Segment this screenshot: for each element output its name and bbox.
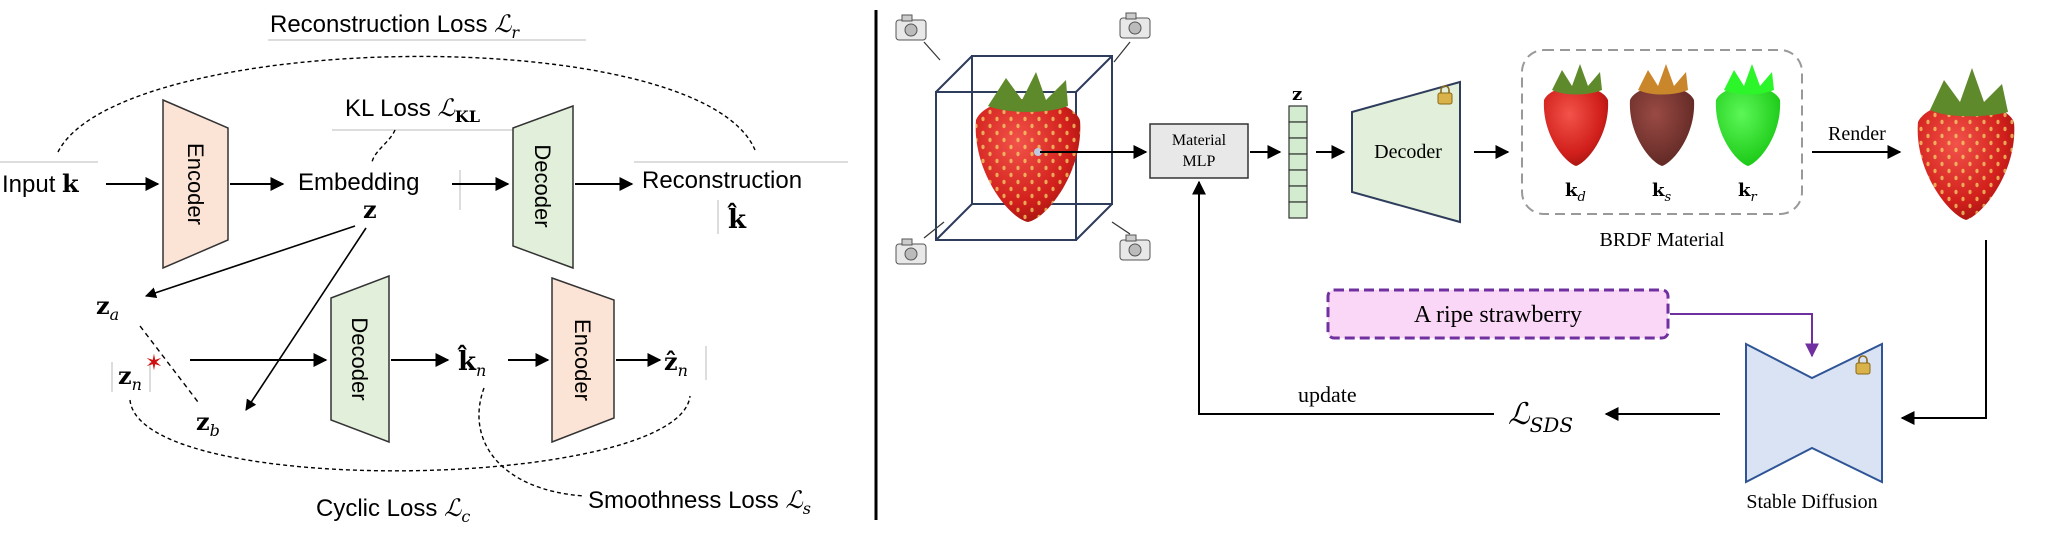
ks-strawberry-icon [1629,64,1695,166]
ks-label: ks [1652,180,1671,205]
recon-loss-label: Reconstruction Loss ℒr [270,10,520,42]
cyclic-loss-label: Cyclic Loss ℒc [316,494,470,526]
camera-icon [895,14,927,41]
material-decoder [1351,80,1461,224]
rendered-strawberry-icon [1917,68,2015,220]
material-mlp-line2: MLP [1183,153,1216,170]
prompt-text: A ripe strawberry [1414,302,1582,328]
recon-loss-arc [57,55,756,153]
encoder-bottom [551,276,615,444]
interpolation-line [139,325,199,403]
kr-label: kr [1738,180,1757,205]
lock-icon [1437,85,1453,105]
update-label: update [1298,382,1357,407]
latent-z-label: z [1292,84,1302,105]
reconstruction-khat: k̂ [727,202,747,235]
kr-strawberry-icon [1715,64,1781,166]
brdf-caption: BRDF Material [1600,229,1725,251]
interpolation-star-icon: ✶ [145,350,163,375]
strawberry-3d-icon [975,72,1081,222]
decoder-top [512,104,574,270]
embedding-z: z [363,195,377,224]
zn-label: zn [118,361,142,394]
stable-diffusion-block [1745,342,1883,484]
material-mlp-line1: Material [1172,132,1227,149]
left-panel: Reconstruction Loss ℒr Input k Encoder K… [0,10,848,526]
za-label: za [96,291,119,324]
encoder-top [162,98,229,270]
stable-diffusion-label: Stable Diffusion [1746,491,1877,513]
khat-n-label: k̂n [457,344,487,380]
embedding-label: Embedding [298,169,419,196]
encoder-bottom-label: Encoder [570,319,595,401]
camera-icon [1119,234,1151,261]
kl-loss-label: KL Loss ℒKL [345,94,480,126]
reconstruction-label: Reconstruction [642,167,802,194]
kd-strawberry-icon [1543,64,1609,166]
zhat-n-label: ẑn [664,347,688,380]
prompt-box [1326,288,1670,340]
decoder-bottom [330,274,390,444]
latent-vector [1288,105,1308,219]
sds-loss-label: ℒSDS [1508,397,1573,437]
camera-icon [1119,12,1151,39]
material-decoder-label: Decoder [1374,141,1442,163]
cyclic-loss-arc [129,395,691,472]
material-mlp-box [1149,123,1249,179]
decoder-top-label: Decoder [530,144,555,227]
render-label: Render [1828,123,1886,145]
kd-label: kd [1565,180,1586,205]
smoothness-loss-label: Smoothness Loss ℒs [588,486,811,518]
lock-icon [1855,355,1871,375]
brdf-material-box [1521,49,1803,215]
zb-label: zb [196,407,220,440]
kl-loss-curve [371,129,396,163]
right-panel: Material MLP z Decoder [895,12,2015,513]
input-label: Input k [2,169,80,198]
encoder-top-label: Encoder [183,143,208,225]
decoder-bottom-label: Decoder [347,317,372,400]
camera-icon [895,238,927,265]
